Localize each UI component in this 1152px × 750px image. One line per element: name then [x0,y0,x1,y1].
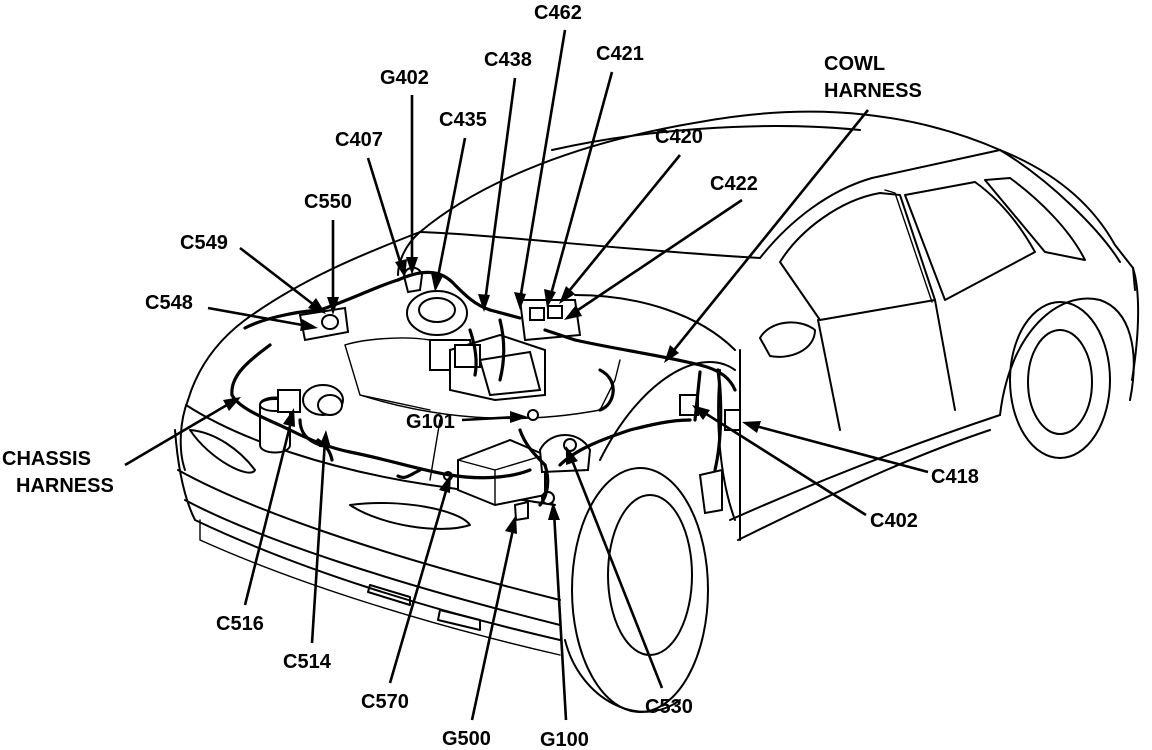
label-c548: C548 [145,292,193,314]
label-c420: C420 [655,126,703,148]
label-c421: C421 [596,43,644,65]
label-c435: C435 [439,109,487,131]
label-cowl-harness-line1: COWL [824,53,885,75]
label-chassis-harness-line1: CHASSIS [2,448,91,470]
label-c438: C438 [484,49,532,71]
label-c402: C402 [870,510,918,532]
label-c462: C462 [534,2,582,24]
leader-lines [124,29,929,721]
label-g500: G500 [442,728,491,750]
label-c530: C530 [645,696,693,718]
callout-labels: C462 C438 C421 G402 C435 C407 C420 C422 … [2,2,979,750]
label-c570: C570 [361,691,409,713]
label-c422: C422 [710,173,758,195]
label-c549: C549 [180,232,228,254]
label-chassis-harness-line2: HARNESS [16,475,114,497]
label-c407: C407 [335,129,383,151]
label-g100: G100 [540,729,589,750]
label-g402: G402 [380,67,429,89]
label-c418: C418 [931,466,979,488]
label-c514: C514 [283,651,332,673]
label-c550: C550 [304,191,352,213]
label-cowl-harness-line2: HARNESS [824,80,922,102]
label-c516: C516 [216,613,264,635]
harness-wiring [230,270,737,507]
vehicle-outline [174,110,1140,713]
label-g101: G101 [406,411,455,433]
